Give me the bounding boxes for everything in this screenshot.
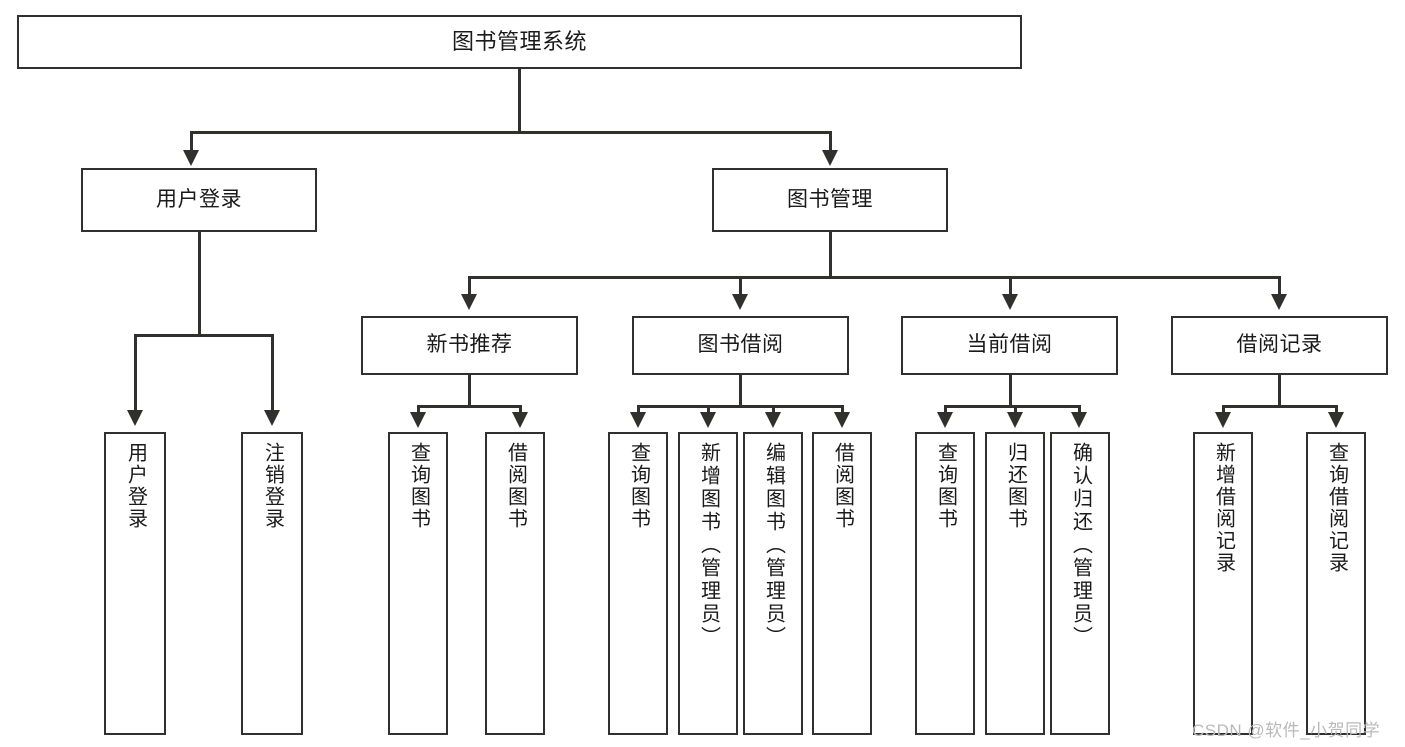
- node-label: 归还图书: [1004, 442, 1027, 530]
- leaf-book-borrow-query-book[interactable]: 查询图书: [608, 432, 668, 735]
- connector-book-borrow-bar: [637, 405, 843, 408]
- arrow-root-to-user-login: [183, 150, 199, 166]
- leaf-new-book-query-book[interactable]: 查询图书: [388, 432, 448, 735]
- connector-borrow-record-bar: [1222, 405, 1337, 408]
- leaf-borrow-record-query-record[interactable]: 查询借阅记录: [1306, 432, 1366, 735]
- node-label: 借阅图书: [504, 442, 527, 530]
- connector-current-borrow-drop-2: [1014, 405, 1017, 417]
- arrow-new-book-leaf-2: [512, 412, 528, 428]
- arrow-current-borrow-leaf-1: [937, 412, 953, 428]
- arrow-book-manage-current: [1002, 294, 1018, 310]
- connector-book-borrow-trunk: [739, 375, 742, 406]
- connector-current-borrow-trunk: [1009, 375, 1012, 406]
- node-label: 确认归还（管理员）: [1069, 442, 1092, 649]
- connector-user-login-drop-2: [271, 334, 274, 414]
- connector-new-book-drop-1: [417, 405, 420, 417]
- arrow-current-borrow-leaf-2: [1007, 412, 1023, 428]
- arrow-new-book-leaf-1: [410, 412, 426, 428]
- connector-current-borrow-bar: [944, 405, 1080, 408]
- node-label: 图书管理系统: [451, 29, 587, 55]
- connector-root-bar: [190, 131, 831, 134]
- csdn-watermark: CSDN @软件_小贺同学: [1192, 721, 1381, 740]
- connector-book-borrow-drop-4: [841, 405, 844, 417]
- connector-root-to-user-login: [190, 131, 193, 153]
- arrow-user-login-leaf-1: [127, 410, 143, 426]
- node-new-book-recommend[interactable]: 新书推荐: [361, 316, 578, 375]
- arrow-book-manage-new-book: [461, 294, 477, 310]
- leaf-book-borrow-add-book-admin[interactable]: 新增图书（管理员）: [678, 432, 738, 735]
- connector-current-borrow-drop-1: [944, 405, 947, 417]
- node-root-system[interactable]: 图书管理系统: [17, 15, 1022, 69]
- node-label: 当前借阅: [966, 333, 1053, 357]
- connector-book-manage-bar: [468, 276, 1280, 279]
- connector-book-borrow-drop-2: [707, 405, 710, 417]
- arrow-book-borrow-leaf-2: [700, 412, 716, 428]
- arrow-book-manage-record: [1271, 294, 1287, 310]
- connector-new-book-trunk: [468, 375, 471, 406]
- node-label: 新增图书（管理员）: [697, 442, 720, 649]
- connector-borrow-record-drop-2: [1335, 405, 1338, 417]
- node-label: 图书管理: [787, 187, 873, 211]
- connector-borrow-record-drop-1: [1222, 405, 1225, 417]
- arrow-current-borrow-leaf-3: [1071, 412, 1087, 428]
- node-label: 用户登录: [124, 442, 147, 530]
- leaf-current-borrow-return-book[interactable]: 归还图书: [985, 432, 1045, 735]
- node-label: 查询图书: [934, 442, 957, 530]
- leaf-new-book-borrow-book[interactable]: 借阅图书: [485, 432, 545, 735]
- arrow-book-borrow-leaf-3: [765, 412, 781, 428]
- connector-book-borrow-drop-1: [637, 405, 640, 417]
- node-book-borrow[interactable]: 图书借阅: [632, 316, 849, 375]
- arrow-borrow-record-leaf-1: [1215, 412, 1231, 428]
- connector-new-book-drop-2: [519, 405, 522, 417]
- connector-user-login-bar: [134, 334, 273, 337]
- leaf-user-login-logout[interactable]: 注销登录: [241, 432, 303, 735]
- node-label: 图书借阅: [697, 333, 784, 357]
- arrow-user-login-leaf-2: [264, 410, 280, 426]
- leaf-borrow-record-add-record[interactable]: 新增借阅记录: [1193, 432, 1253, 735]
- connector-root-to-book-manage: [829, 131, 832, 153]
- arrow-borrow-record-leaf-2: [1328, 412, 1344, 428]
- node-label: 查询图书: [627, 442, 650, 530]
- connector-user-login-drop-1: [134, 334, 137, 414]
- connector-book-borrow-drop-3: [772, 405, 775, 417]
- connector-new-book-bar: [417, 405, 521, 408]
- connector-book-manage-trunk: [829, 232, 832, 277]
- node-label: 用户登录: [156, 187, 242, 211]
- connector-current-borrow-drop-3: [1078, 405, 1081, 417]
- leaf-book-borrow-borrow-book[interactable]: 借阅图书: [812, 432, 872, 735]
- connector-root-trunk: [518, 69, 521, 132]
- connector-book-manage-drop-1: [468, 276, 471, 298]
- connector-user-login-trunk: [198, 232, 201, 335]
- node-user-login[interactable]: 用户登录: [81, 168, 317, 232]
- connector-book-manage-drop-3: [1009, 276, 1012, 298]
- leaf-user-login-login[interactable]: 用户登录: [104, 432, 166, 735]
- arrow-book-manage-borrow: [732, 294, 748, 310]
- node-borrow-record[interactable]: 借阅记录: [1171, 316, 1388, 375]
- node-label: 新增借阅记录: [1212, 442, 1235, 574]
- connector-borrow-record-trunk: [1278, 375, 1281, 406]
- connector-book-manage-drop-4: [1278, 276, 1281, 298]
- node-label: 借阅记录: [1236, 333, 1323, 357]
- arrow-root-to-book-manage: [822, 150, 838, 166]
- node-label: 查询图书: [407, 442, 430, 530]
- leaf-current-borrow-query-book[interactable]: 查询图书: [915, 432, 975, 735]
- node-book-management[interactable]: 图书管理: [712, 168, 948, 232]
- connector-book-manage-drop-2: [739, 276, 742, 298]
- leaf-book-borrow-edit-book-admin[interactable]: 编辑图书（管理员）: [743, 432, 803, 735]
- node-label: 查询借阅记录: [1325, 442, 1348, 574]
- node-label: 编辑图书（管理员）: [762, 442, 785, 649]
- arrow-book-borrow-leaf-1: [630, 412, 646, 428]
- node-label: 注销登录: [261, 442, 284, 530]
- node-label: 借阅图书: [831, 442, 854, 530]
- leaf-current-borrow-confirm-return-admin[interactable]: 确认归还（管理员）: [1050, 432, 1110, 735]
- arrow-book-borrow-leaf-4: [834, 412, 850, 428]
- node-label: 新书推荐: [426, 333, 513, 357]
- node-current-borrow[interactable]: 当前借阅: [901, 316, 1118, 375]
